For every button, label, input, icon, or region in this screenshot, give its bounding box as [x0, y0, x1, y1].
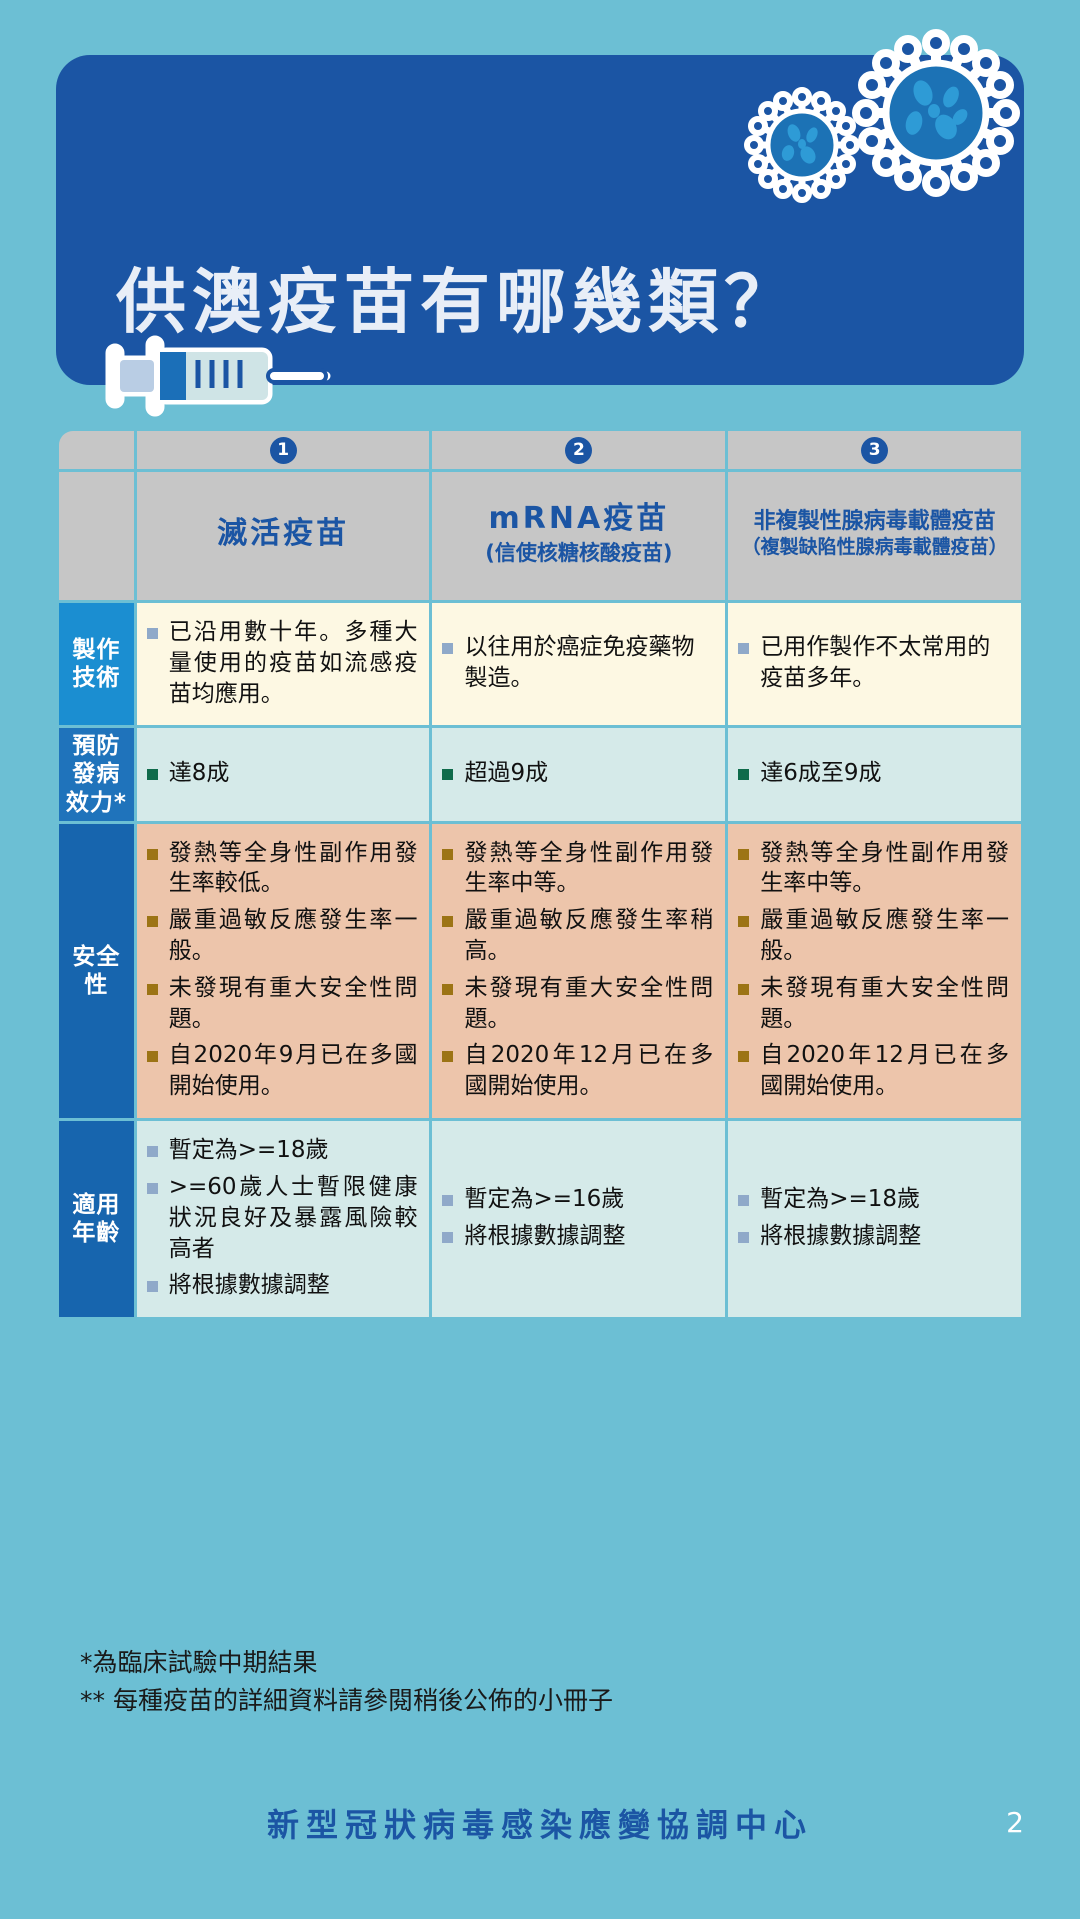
bullet-list: 暫定為>=16歲 將根據數據調整: [442, 1184, 713, 1252]
bullet-list: 已沿用數十年。多種大量使用的疫苗如流感疫苗均應用。: [146, 617, 417, 709]
organization-name: 新型冠狀病毒感染應變協調中心: [266, 1806, 813, 1844]
list-item: 發熱等全身性副作用發生率較低。: [146, 838, 417, 900]
bullet-list: 發熱等全身性副作用發生率中等。 嚴重過敏反應發生率一般。 未發現有重大安全性問題…: [738, 838, 1009, 1103]
bullet-list: 已用作製作不太常用的疫苗多年。: [738, 632, 1009, 694]
list-item: 嚴重過敏反應發生率稍高。: [442, 905, 713, 967]
footnote-2: ** 每種疫苗的詳細資料請參閱稍後公佈的小冊子: [80, 1685, 613, 1715]
list-item: 暫定為>=18歲: [146, 1135, 418, 1166]
bullet-list: 以往用於癌症免疫藥物製造。: [442, 632, 713, 694]
badge-1: 1: [269, 436, 297, 464]
page-number: 2: [1006, 1806, 1024, 1839]
list-item: 超過9成: [442, 758, 713, 789]
list-item: 已用作製作不太常用的疫苗多年。: [738, 632, 1009, 694]
cell-safety-3: 發熱等全身性副作用發生率中等。 嚴重過敏反應發生率一般。 未發現有重大安全性問題…: [728, 823, 1021, 1119]
list-item: 將根據數據調整: [442, 1221, 713, 1252]
list-item: 未發現有重大安全性問題。: [146, 973, 417, 1035]
column-number-1: 1: [136, 431, 430, 469]
list-item: 自2020年9月已在多國開始使用。: [146, 1040, 417, 1102]
bullet-list: 達8成: [146, 758, 418, 789]
column-header-1: 滅活疫苗: [136, 472, 430, 600]
column-title-1: 滅活疫苗: [217, 515, 350, 551]
vaccine-comparison-table: 1 2 3 滅活疫苗 mRNA疫苗 (信使核糖核酸疫苗) 非複製性腺病毒載體疫苗…: [56, 428, 1024, 1320]
list-item: 將根據數據調整: [738, 1221, 1009, 1252]
cell-technology-1: 已沿用數十年。多種大量使用的疫苗如流感疫苗均應用。: [136, 603, 430, 726]
row-label-technology: 製作技術: [59, 603, 134, 726]
row-label-efficacy: 預防發病效力*: [59, 728, 134, 821]
cell-efficacy-1: 達8成: [136, 728, 430, 821]
page-title: 供澳疫苗有哪幾類？: [116, 261, 800, 343]
column-number-2: 2: [432, 431, 726, 469]
table-row: 適用年齡 暫定為>=18歲 >=60歲人士暫限健康狀況良好及暴露風險較高者 將根…: [59, 1121, 1021, 1318]
list-item: 以往用於癌症免疫藥物製造。: [442, 632, 713, 694]
list-item: 已沿用數十年。多種大量使用的疫苗如流感疫苗均應用。: [146, 617, 417, 709]
cell-age-1: 暫定為>=18歲 >=60歲人士暫限健康狀況良好及暴露風險較高者 將根據數據調整: [136, 1121, 430, 1318]
list-item: 暫定為>=16歲: [442, 1184, 713, 1215]
row-label-safety: 安全性: [59, 823, 134, 1119]
list-item: 將根據數據調整: [146, 1270, 418, 1301]
bullet-list: 達6成至9成: [738, 758, 1009, 789]
list-item: 達6成至9成: [738, 758, 1009, 789]
column-title-3: 非複製性腺病毒載體疫苗: [753, 509, 996, 535]
cell-safety-1: 發熱等全身性副作用發生率較低。 嚴重過敏反應發生率一般。 未發現有重大安全性問題…: [136, 823, 430, 1119]
column-subtitle-3: （複製缺陷性腺病毒載體疫苗）: [741, 535, 1008, 558]
list-item: 自2020年12月已在多國開始使用。: [442, 1040, 713, 1102]
list-item: 暫定為>=18歲: [738, 1184, 1009, 1215]
bullet-list: 發熱等全身性副作用發生率中等。 嚴重過敏反應發生率稍高。 未發現有重大安全性問題…: [442, 838, 713, 1103]
cell-technology-3: 已用作製作不太常用的疫苗多年。: [728, 603, 1021, 726]
virus-icon: [848, 25, 1024, 201]
list-item: 未發現有重大安全性問題。: [738, 973, 1009, 1035]
cell-efficacy-2: 超過9成: [432, 728, 726, 821]
cell-age-3: 暫定為>=18歲 將根據數據調整: [728, 1121, 1021, 1318]
column-header-2: mRNA疫苗 (信使核糖核酸疫苗): [432, 472, 726, 600]
bullet-list: 超過9成: [442, 758, 713, 789]
cell-technology-2: 以往用於癌症免疫藥物製造。: [432, 603, 726, 726]
table-corner: [59, 472, 134, 600]
bullet-list: 暫定為>=18歲 將根據數據調整: [738, 1184, 1009, 1252]
list-item: 嚴重過敏反應發生率一般。: [146, 905, 417, 967]
cell-age-2: 暫定為>=16歲 將根據數據調整: [432, 1121, 726, 1318]
table-row: 預防發病效力* 達8成 超過9成 達6成至9成: [59, 728, 1021, 821]
badge-3: 3: [861, 436, 889, 464]
list-item: 達8成: [146, 758, 418, 789]
table-row: 製作技術 已沿用數十年。多種大量使用的疫苗如流感疫苗均應用。 以往用於癌症免疫藥…: [59, 603, 1021, 726]
list-item: 未發現有重大安全性問題。: [442, 973, 713, 1035]
footnote-1: *為臨床試驗中期結果: [80, 1648, 318, 1677]
list-item: >=60歲人士暫限健康狀況良好及暴露風險較高者: [146, 1172, 417, 1264]
cell-efficacy-3: 達6成至9成: [728, 728, 1021, 821]
table-row: 安全性 發熱等全身性副作用發生率較低。 嚴重過敏反應發生率一般。 未發現有重大安…: [59, 823, 1021, 1119]
bullet-list: 暫定為>=18歲 >=60歲人士暫限健康狀況良好及暴露風險較高者 將根據數據調整: [146, 1135, 418, 1301]
cell-safety-2: 發熱等全身性副作用發生率中等。 嚴重過敏反應發生率稍高。 未發現有重大安全性問題…: [432, 823, 726, 1119]
footer: 新型冠狀病毒感染應變協調中心: [0, 1800, 1080, 1846]
footnotes: *為臨床試驗中期結果 ** 每種疫苗的詳細資料請參閱稍後公佈的小冊子: [80, 1644, 980, 1719]
column-title-2: mRNA疫苗: [488, 501, 670, 537]
list-item: 發熱等全身性副作用發生率中等。: [738, 838, 1009, 900]
table-corner: [59, 431, 134, 469]
list-item: 嚴重過敏反應發生率一般。: [738, 905, 1009, 967]
bullet-list: 發熱等全身性副作用發生率較低。 嚴重過敏反應發生率一般。 未發現有重大安全性問題…: [146, 838, 417, 1103]
table-number-row: 1 2 3: [59, 431, 1021, 469]
row-label-age: 適用年齡: [59, 1121, 134, 1318]
virus-icon: [742, 85, 862, 205]
badge-2: 2: [565, 436, 593, 464]
syringe-icon: [98, 330, 338, 426]
list-item: 自2020年12月已在多國開始使用。: [738, 1040, 1009, 1102]
table-header-row: 滅活疫苗 mRNA疫苗 (信使核糖核酸疫苗) 非複製性腺病毒載體疫苗 （複製缺陷…: [59, 472, 1021, 600]
column-number-3: 3: [728, 431, 1021, 469]
list-item: 發熱等全身性副作用發生率中等。: [442, 838, 713, 900]
column-header-3: 非複製性腺病毒載體疫苗 （複製缺陷性腺病毒載體疫苗）: [728, 472, 1021, 600]
column-subtitle-2: (信使核糖核酸疫苗): [485, 540, 673, 565]
